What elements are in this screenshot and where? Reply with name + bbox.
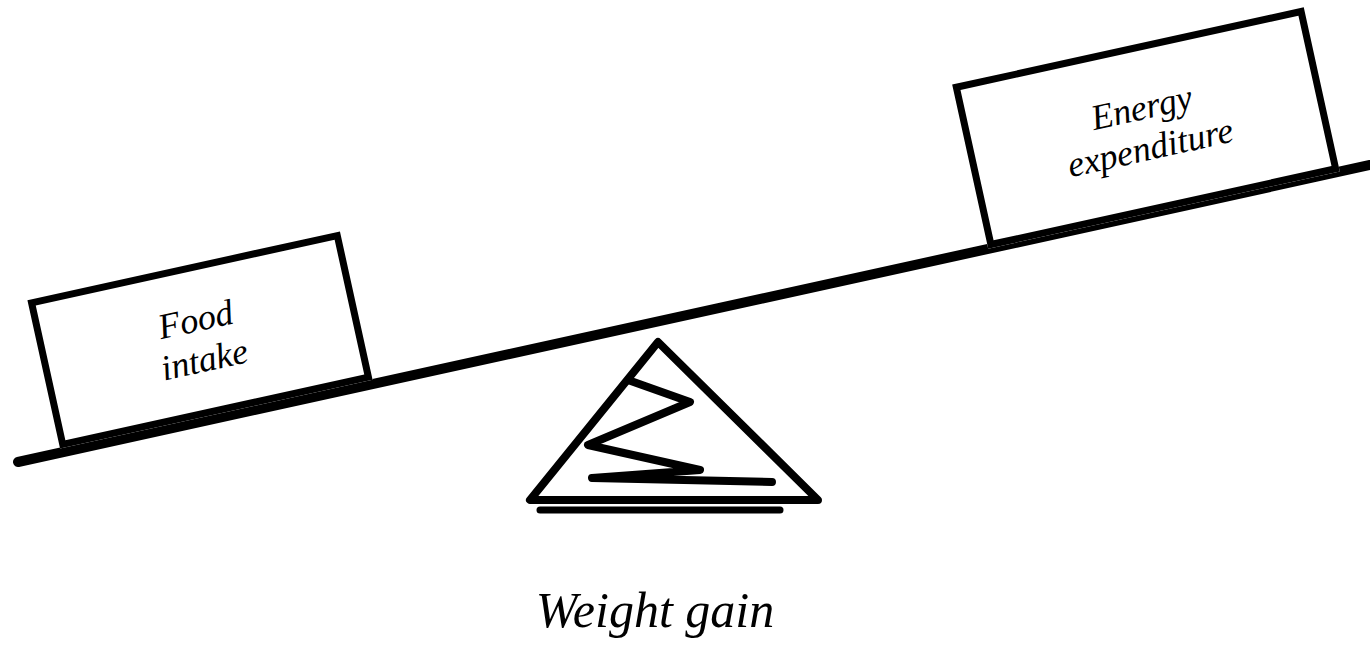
fulcrum-triangle	[530, 342, 818, 500]
quantity-box: Energy expenditure	[952, 7, 1340, 248]
fulcrum-zigzag	[588, 380, 772, 482]
quantity-box: Food intake	[27, 231, 372, 448]
fulcrum-base	[540, 507, 780, 514]
caption-label: Weight gain	[536, 581, 774, 639]
box-text: Energy expenditure	[1020, 62, 1272, 194]
box-text: Food intake	[113, 282, 287, 397]
